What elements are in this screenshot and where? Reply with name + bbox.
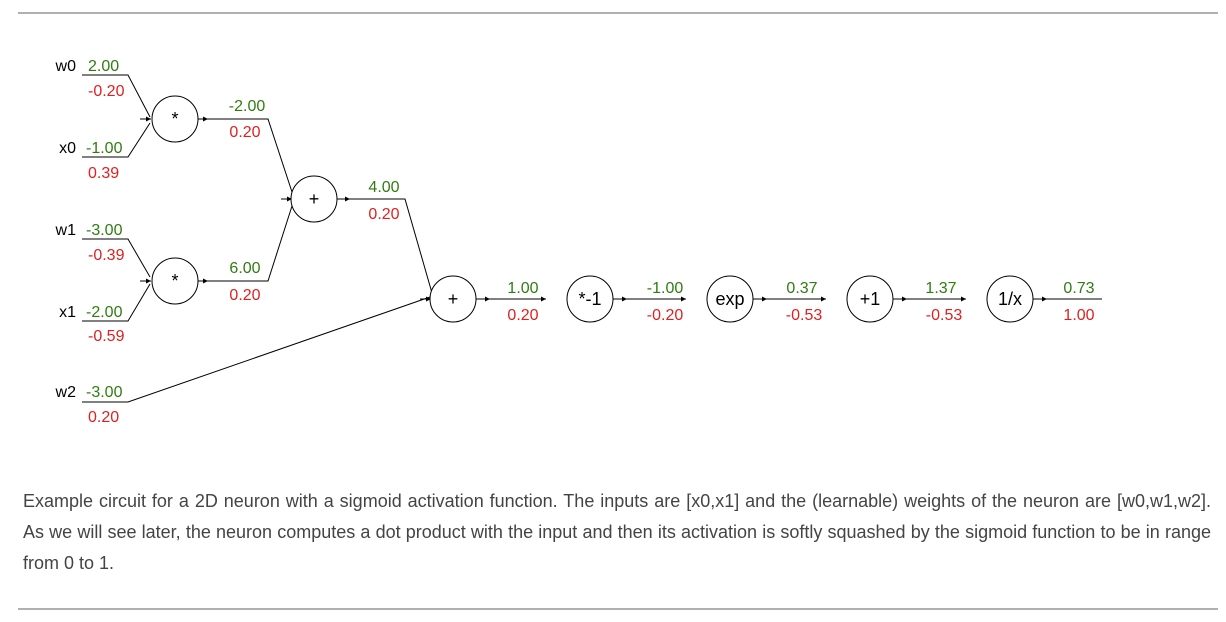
gate-recip <box>986 275 1034 323</box>
input-w1-name: w1 <box>55 222 77 239</box>
input-w0-value: 2.00 <box>88 58 119 75</box>
input-x1-value: -2.00 <box>86 304 123 321</box>
wire-x1 <box>82 283 151 322</box>
wire-mul0-value: -2.00 <box>229 98 266 115</box>
input-x0-name: x0 <box>59 140 76 157</box>
wire-neg-grad: -0.20 <box>647 307 684 324</box>
input-w1-value: -3.00 <box>86 222 123 239</box>
wire-plus1-value: 1.37 <box>925 280 956 297</box>
gate-neg-label: *-1 <box>578 289 601 309</box>
neuron-circuit-diagram: * * + + *-1 exp +1 1/x w0 x0 w1 x1 w2 2.… <box>55 58 1102 426</box>
wire-mul0-out <box>198 118 293 193</box>
input-w2-value: -3.00 <box>86 384 123 401</box>
gate-add1 <box>429 275 477 323</box>
wire-recip-value: 0.73 <box>1063 280 1094 297</box>
input-x0-grad: 0.39 <box>88 165 119 182</box>
wire-x0 <box>82 122 151 158</box>
input-w2-name: w2 <box>55 384 77 401</box>
gate-exp-label: exp <box>715 289 744 309</box>
wire-mul0-grad: 0.20 <box>229 124 260 141</box>
wire-exp-value: 0.37 <box>786 280 817 297</box>
input-w2-grad: 0.20 <box>88 409 119 426</box>
gate-mul0 <box>151 95 199 143</box>
gate-plus1-label: +1 <box>860 289 881 309</box>
wire-add1-value: 1.00 <box>507 280 538 297</box>
wire-plus1-grad: -0.53 <box>926 307 963 324</box>
wire-exp-grad: -0.53 <box>786 307 823 324</box>
wire-add0-value: 4.00 <box>368 179 399 196</box>
wire-add1-grad: 0.20 <box>507 307 538 324</box>
gate-mul1-label: * <box>171 271 178 291</box>
input-x0-value: -1.00 <box>86 140 123 157</box>
gate-mul1 <box>151 257 199 305</box>
gate-add0 <box>290 175 338 223</box>
wire-mul1-value: 6.00 <box>229 260 260 277</box>
wire-mul1-out <box>198 205 293 282</box>
gate-plus1 <box>846 275 894 323</box>
bottom-divider <box>18 608 1218 610</box>
wire-w0 <box>82 74 151 118</box>
figure-caption: Example circuit for a 2D neuron with a s… <box>23 491 1211 573</box>
gate-exp <box>706 275 754 323</box>
input-w1-grad: -0.39 <box>88 247 125 264</box>
top-divider <box>18 12 1218 14</box>
wire-add0-grad: 0.20 <box>368 206 399 223</box>
gate-neg <box>566 275 614 323</box>
wire-recip-grad: 1.00 <box>1063 307 1094 324</box>
wire-w2 <box>82 296 431 403</box>
gate-mul0-label: * <box>171 109 178 129</box>
gate-add1-label: + <box>448 289 459 309</box>
gate-add0-label: + <box>309 189 320 209</box>
wire-mul1-grad: 0.20 <box>229 287 260 304</box>
input-x1-name: x1 <box>59 304 76 321</box>
wire-add0-out <box>337 198 433 294</box>
wire-w1 <box>82 238 151 278</box>
input-w0-grad: -0.20 <box>88 83 125 100</box>
gate-recip-label: 1/x <box>998 289 1022 309</box>
input-w0-name: w0 <box>55 58 77 75</box>
wire-neg-value: -1.00 <box>647 280 684 297</box>
input-x1-grad: -0.59 <box>88 328 125 345</box>
